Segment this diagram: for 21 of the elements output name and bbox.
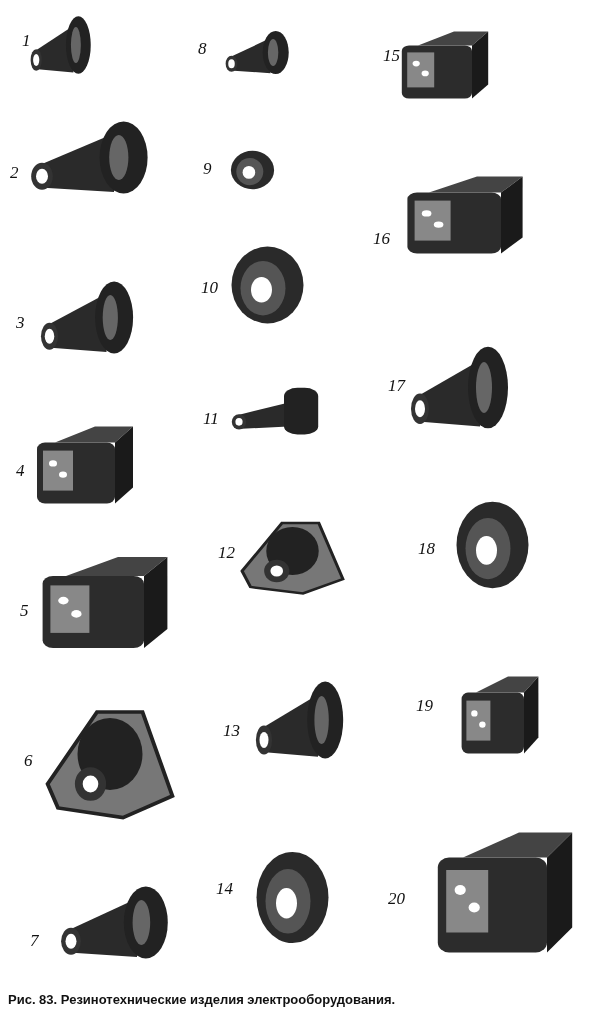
callout-number: 4 — [16, 462, 25, 479]
callout-number: 20 — [388, 890, 405, 907]
callout-number: 10 — [201, 279, 218, 296]
callout-number: 5 — [20, 602, 29, 619]
callout-number: 13 — [223, 722, 240, 739]
callout-number: 17 — [388, 377, 405, 394]
callout-number: 11 — [203, 410, 219, 427]
callout-number: 16 — [373, 230, 390, 247]
callout-number: 6 — [24, 752, 33, 769]
callout-number: 3 — [16, 314, 25, 331]
callout-number: 15 — [383, 47, 400, 64]
figure-caption: Рис. 83. Резинотехнические изделия электрооборудования. — [8, 992, 396, 1007]
callout-number: 19 — [416, 697, 433, 714]
callout-number: 12 — [218, 544, 235, 561]
callout-number: 7 — [30, 932, 39, 949]
callout-number: 2 — [10, 164, 19, 181]
callout-number: 8 — [198, 40, 207, 57]
callout-number: 9 — [203, 160, 212, 177]
callout-number: 18 — [418, 540, 435, 557]
callout-number: 14 — [216, 880, 233, 897]
callout-number: 1 — [22, 32, 31, 49]
